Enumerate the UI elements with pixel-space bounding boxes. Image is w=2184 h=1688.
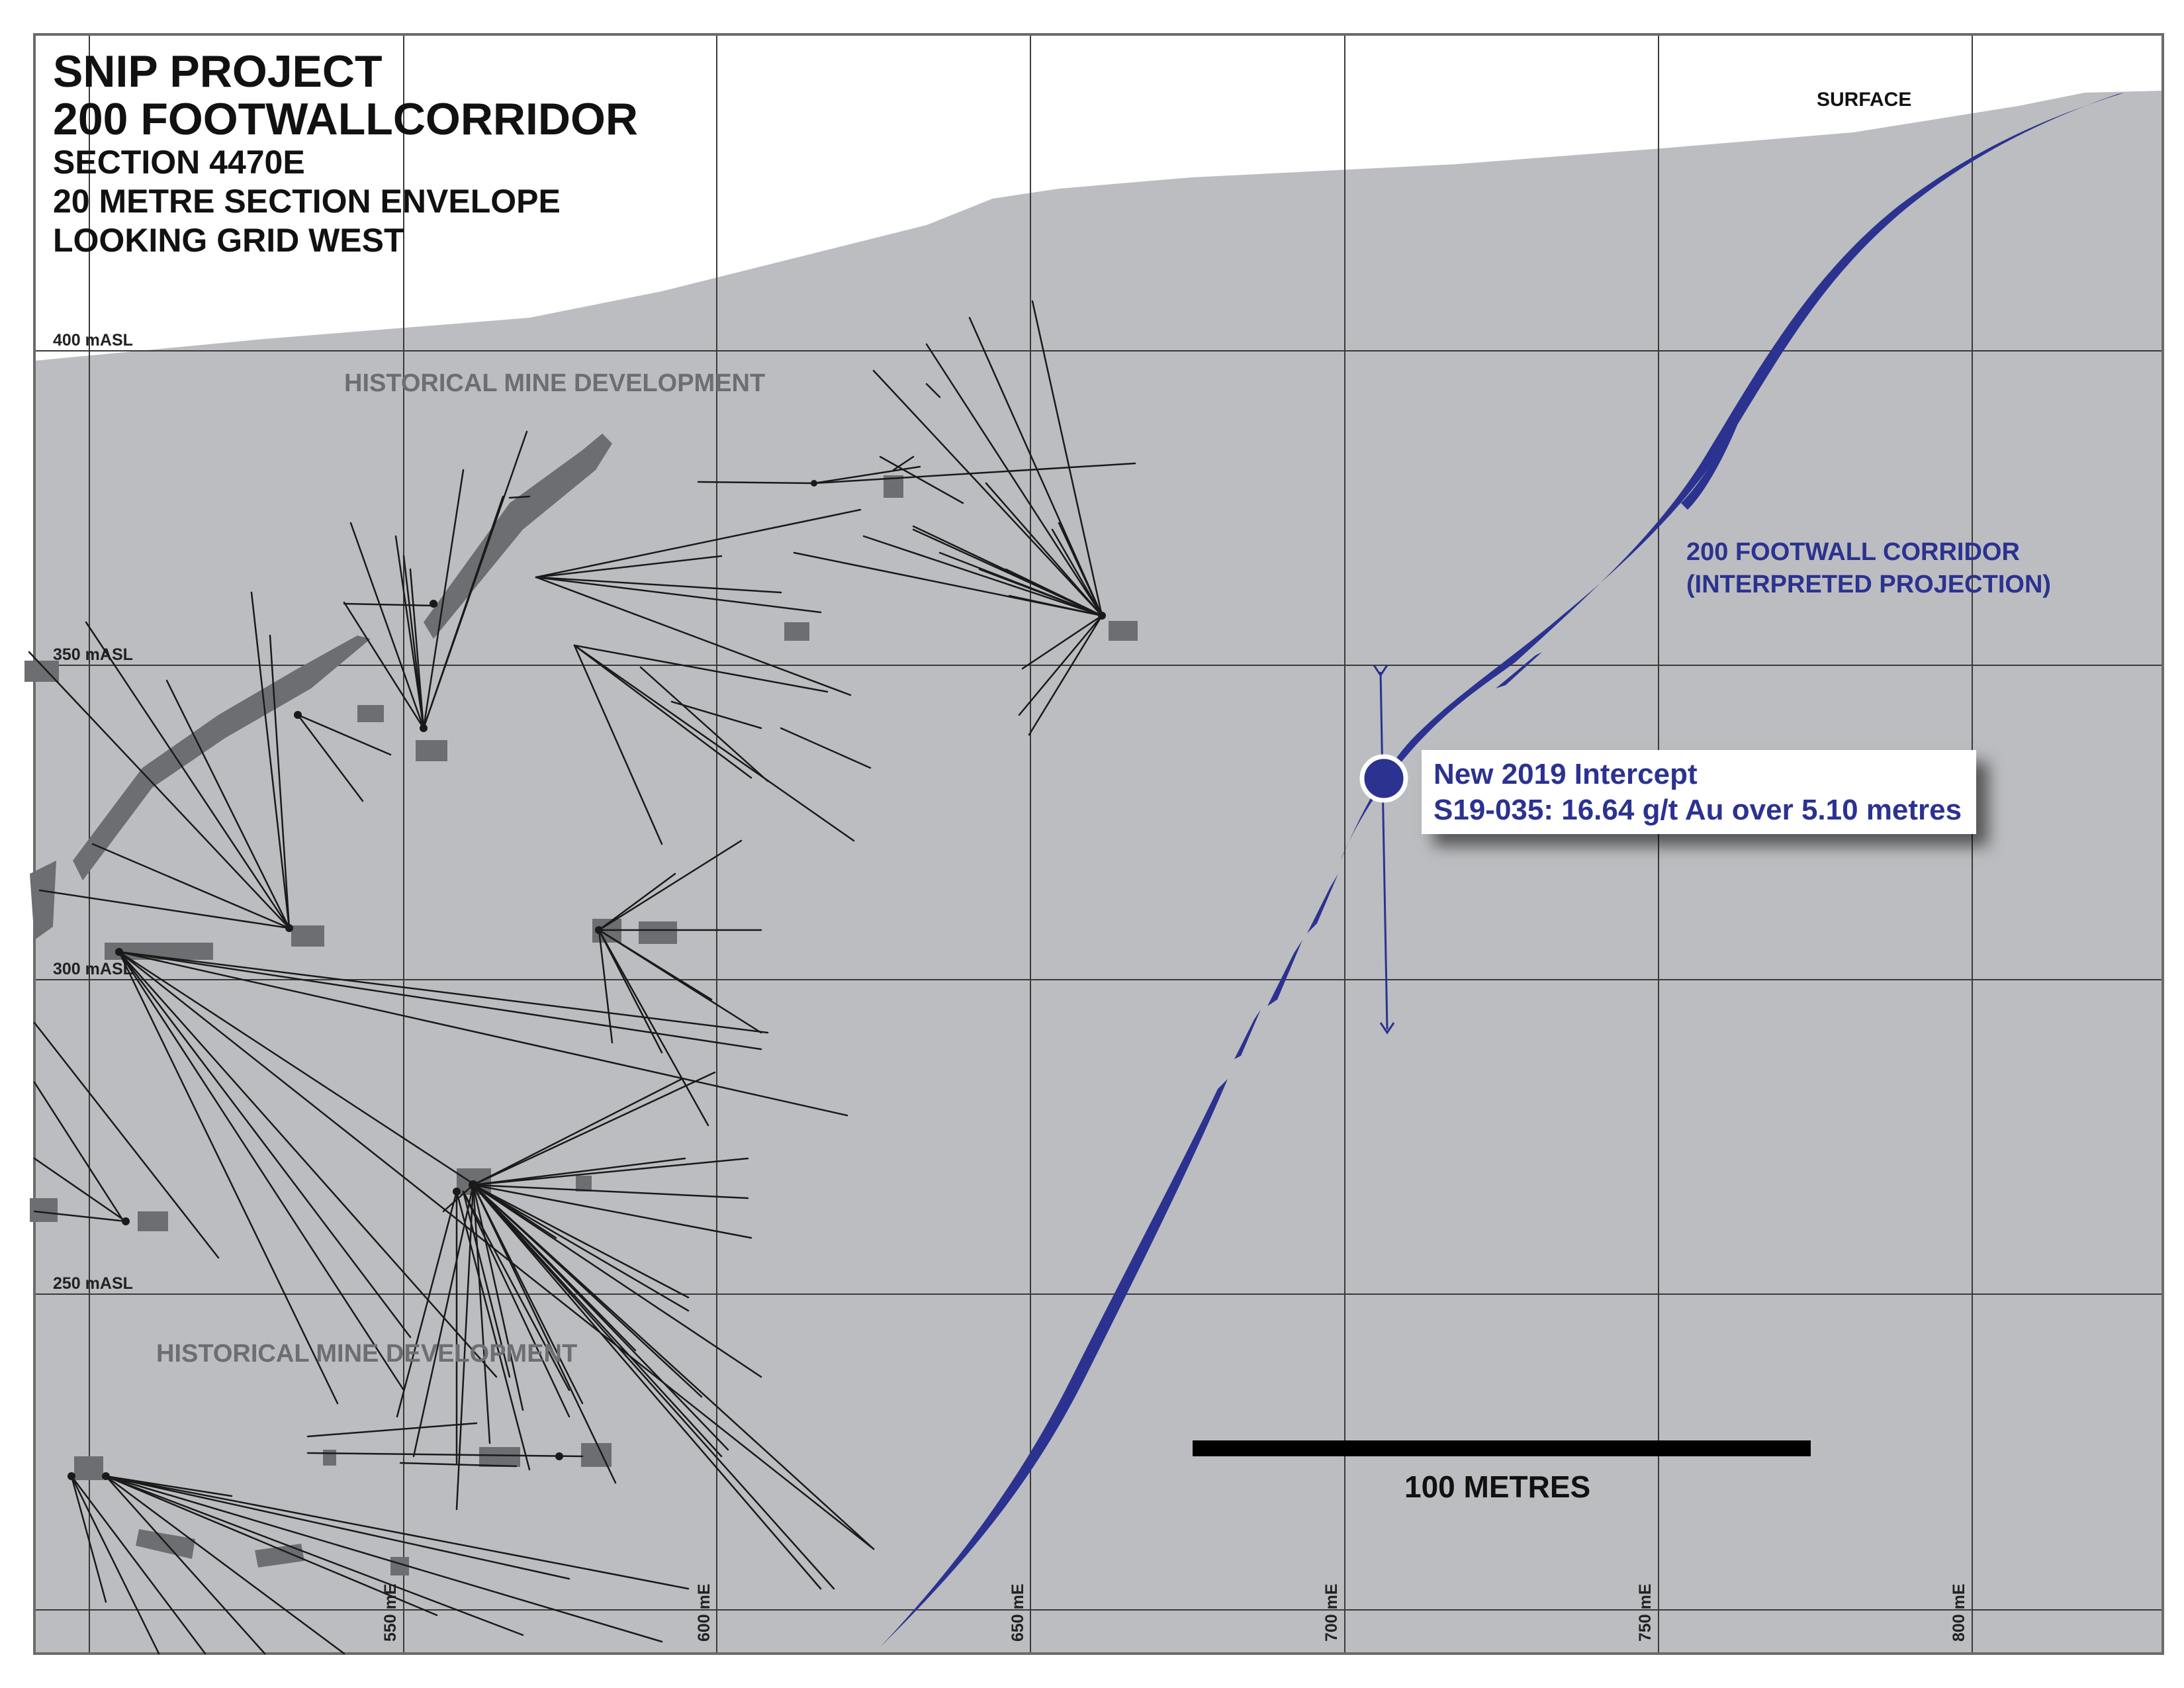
corridor-label-line2: (INTERPRETED PROJECTION) xyxy=(1686,571,2051,598)
title-block: SNIP PROJECT 200 FOOTWALLCORRIDOR SECTIO… xyxy=(53,48,638,260)
historical-development-label-upper: HISTORICAL MINE DEVELOPMENT xyxy=(344,369,765,397)
drillholes xyxy=(28,300,1136,1655)
stope-upper xyxy=(424,434,612,639)
corridor-label-line1: 200 FOOTWALL CORRIDOR xyxy=(1686,538,2020,566)
view-direction-label: LOOKING GRID WEST xyxy=(53,222,404,259)
section-label: SECTION 4470E xyxy=(53,144,305,181)
easting-label-650: 650 mE xyxy=(1009,1583,1027,1642)
envelope-label: 20 METRE SECTION ENVELOPE xyxy=(53,183,561,220)
corridor-title: 200 FOOTWALLCORRIDOR xyxy=(53,94,639,145)
map-border xyxy=(33,33,2164,1655)
easting-label-600: 600 mE xyxy=(695,1583,713,1642)
drillhole-S19-035 xyxy=(1373,665,1395,1035)
surface-label: SURFACE xyxy=(1817,89,1911,111)
stope-left-low xyxy=(30,861,56,940)
scale-bar-label: 100 METRES xyxy=(1404,1470,1590,1504)
elevation-label-400: 400 mASL xyxy=(53,331,133,350)
elevation-label-350: 350 mASL xyxy=(53,645,133,664)
historical-development-label-lower: HISTORICAL MINE DEVELOPMENT xyxy=(156,1340,577,1368)
easting-label-800: 800 mE xyxy=(1950,1583,1968,1642)
easting-label-750: 750 mE xyxy=(1636,1583,1655,1642)
intercept-result: S19-035: 16.64 g/t Au over 5.10 metres xyxy=(1433,793,1962,826)
project-title: SNIP PROJECT xyxy=(53,46,383,97)
scale-bar xyxy=(1193,1440,1811,1456)
elevation-label-300: 300 mASL xyxy=(53,960,133,978)
easting-label-700: 700 mE xyxy=(1322,1583,1341,1642)
footwall-corridor xyxy=(880,93,2124,1647)
intercept-marker[interactable] xyxy=(1359,754,1408,803)
intercept-callout: New 2019 Intercept S19-035: 16.64 g/t Au… xyxy=(1422,750,1977,835)
elevation-label-250: 250 mASL xyxy=(53,1274,133,1293)
drillhole-collars xyxy=(68,480,1106,1480)
intercept-title: New 2019 Intercept xyxy=(1433,758,1698,790)
stope-left xyxy=(73,635,371,880)
